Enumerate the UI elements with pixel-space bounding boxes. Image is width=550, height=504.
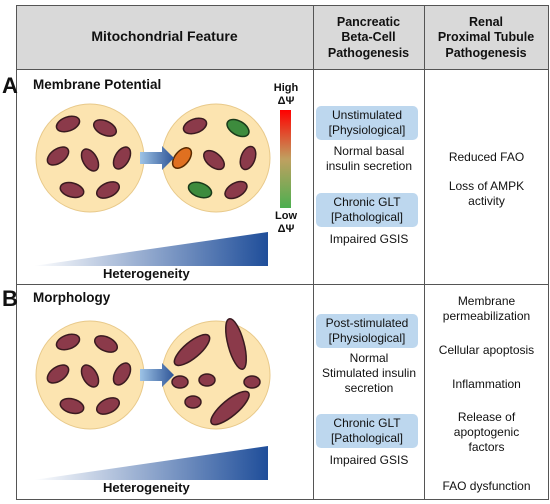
border-col1 (313, 5, 314, 500)
mito-group-a-left (46, 115, 132, 199)
text-cellular-apoptosis: Cellular apoptosis (438, 343, 535, 357)
heterogeneity-wedge-a (33, 232, 268, 266)
heterogeneity-wedge-b (33, 446, 268, 480)
header-band (16, 5, 549, 69)
pill-post-stimulated: Post-stimulated[Physiological] (316, 314, 418, 348)
border-right (548, 5, 549, 500)
border-header (16, 69, 549, 70)
border-bottom (16, 499, 549, 500)
mito-group-b-left (46, 333, 132, 415)
title-morphology: Morphology (33, 290, 111, 305)
heterogeneity-label-b: Heterogeneity (103, 480, 190, 495)
mito-group-a-right (171, 117, 257, 200)
text-impaired-gsis-a: Impaired GSIS (329, 232, 409, 246)
text-reduced-fao: Reduced FAO (448, 150, 525, 164)
heterogeneity-label-a: Heterogeneity (103, 266, 190, 281)
border-top (16, 5, 549, 6)
panel-letter-b: B (2, 286, 18, 311)
border-left (16, 5, 17, 500)
mito-group-b-right (171, 318, 261, 426)
text-fao-dysfunction: FAO dysfunction (442, 479, 531, 493)
pill-unstimulated: Unstimulated[Physiological] (316, 106, 418, 140)
arrow-a (140, 146, 174, 170)
panel-letter-a: A (2, 73, 18, 98)
arrow-b (140, 363, 174, 387)
border-col2 (424, 5, 425, 500)
pill-chronic-glt-b: Chronic GLT[Pathological] (316, 414, 418, 448)
header-feature: Mitochondrial Feature (91, 28, 238, 45)
pill-chronic-glt-a: Chronic GLT[Pathological] (316, 193, 418, 227)
border-middle (16, 284, 549, 285)
title-membrane-potential: Membrane Potential (33, 77, 162, 92)
text-inflammation: Inflammation (452, 377, 521, 391)
text-impaired-gsis-b: Impaired GSIS (329, 453, 409, 467)
psi-gradient-bar (280, 110, 291, 208)
